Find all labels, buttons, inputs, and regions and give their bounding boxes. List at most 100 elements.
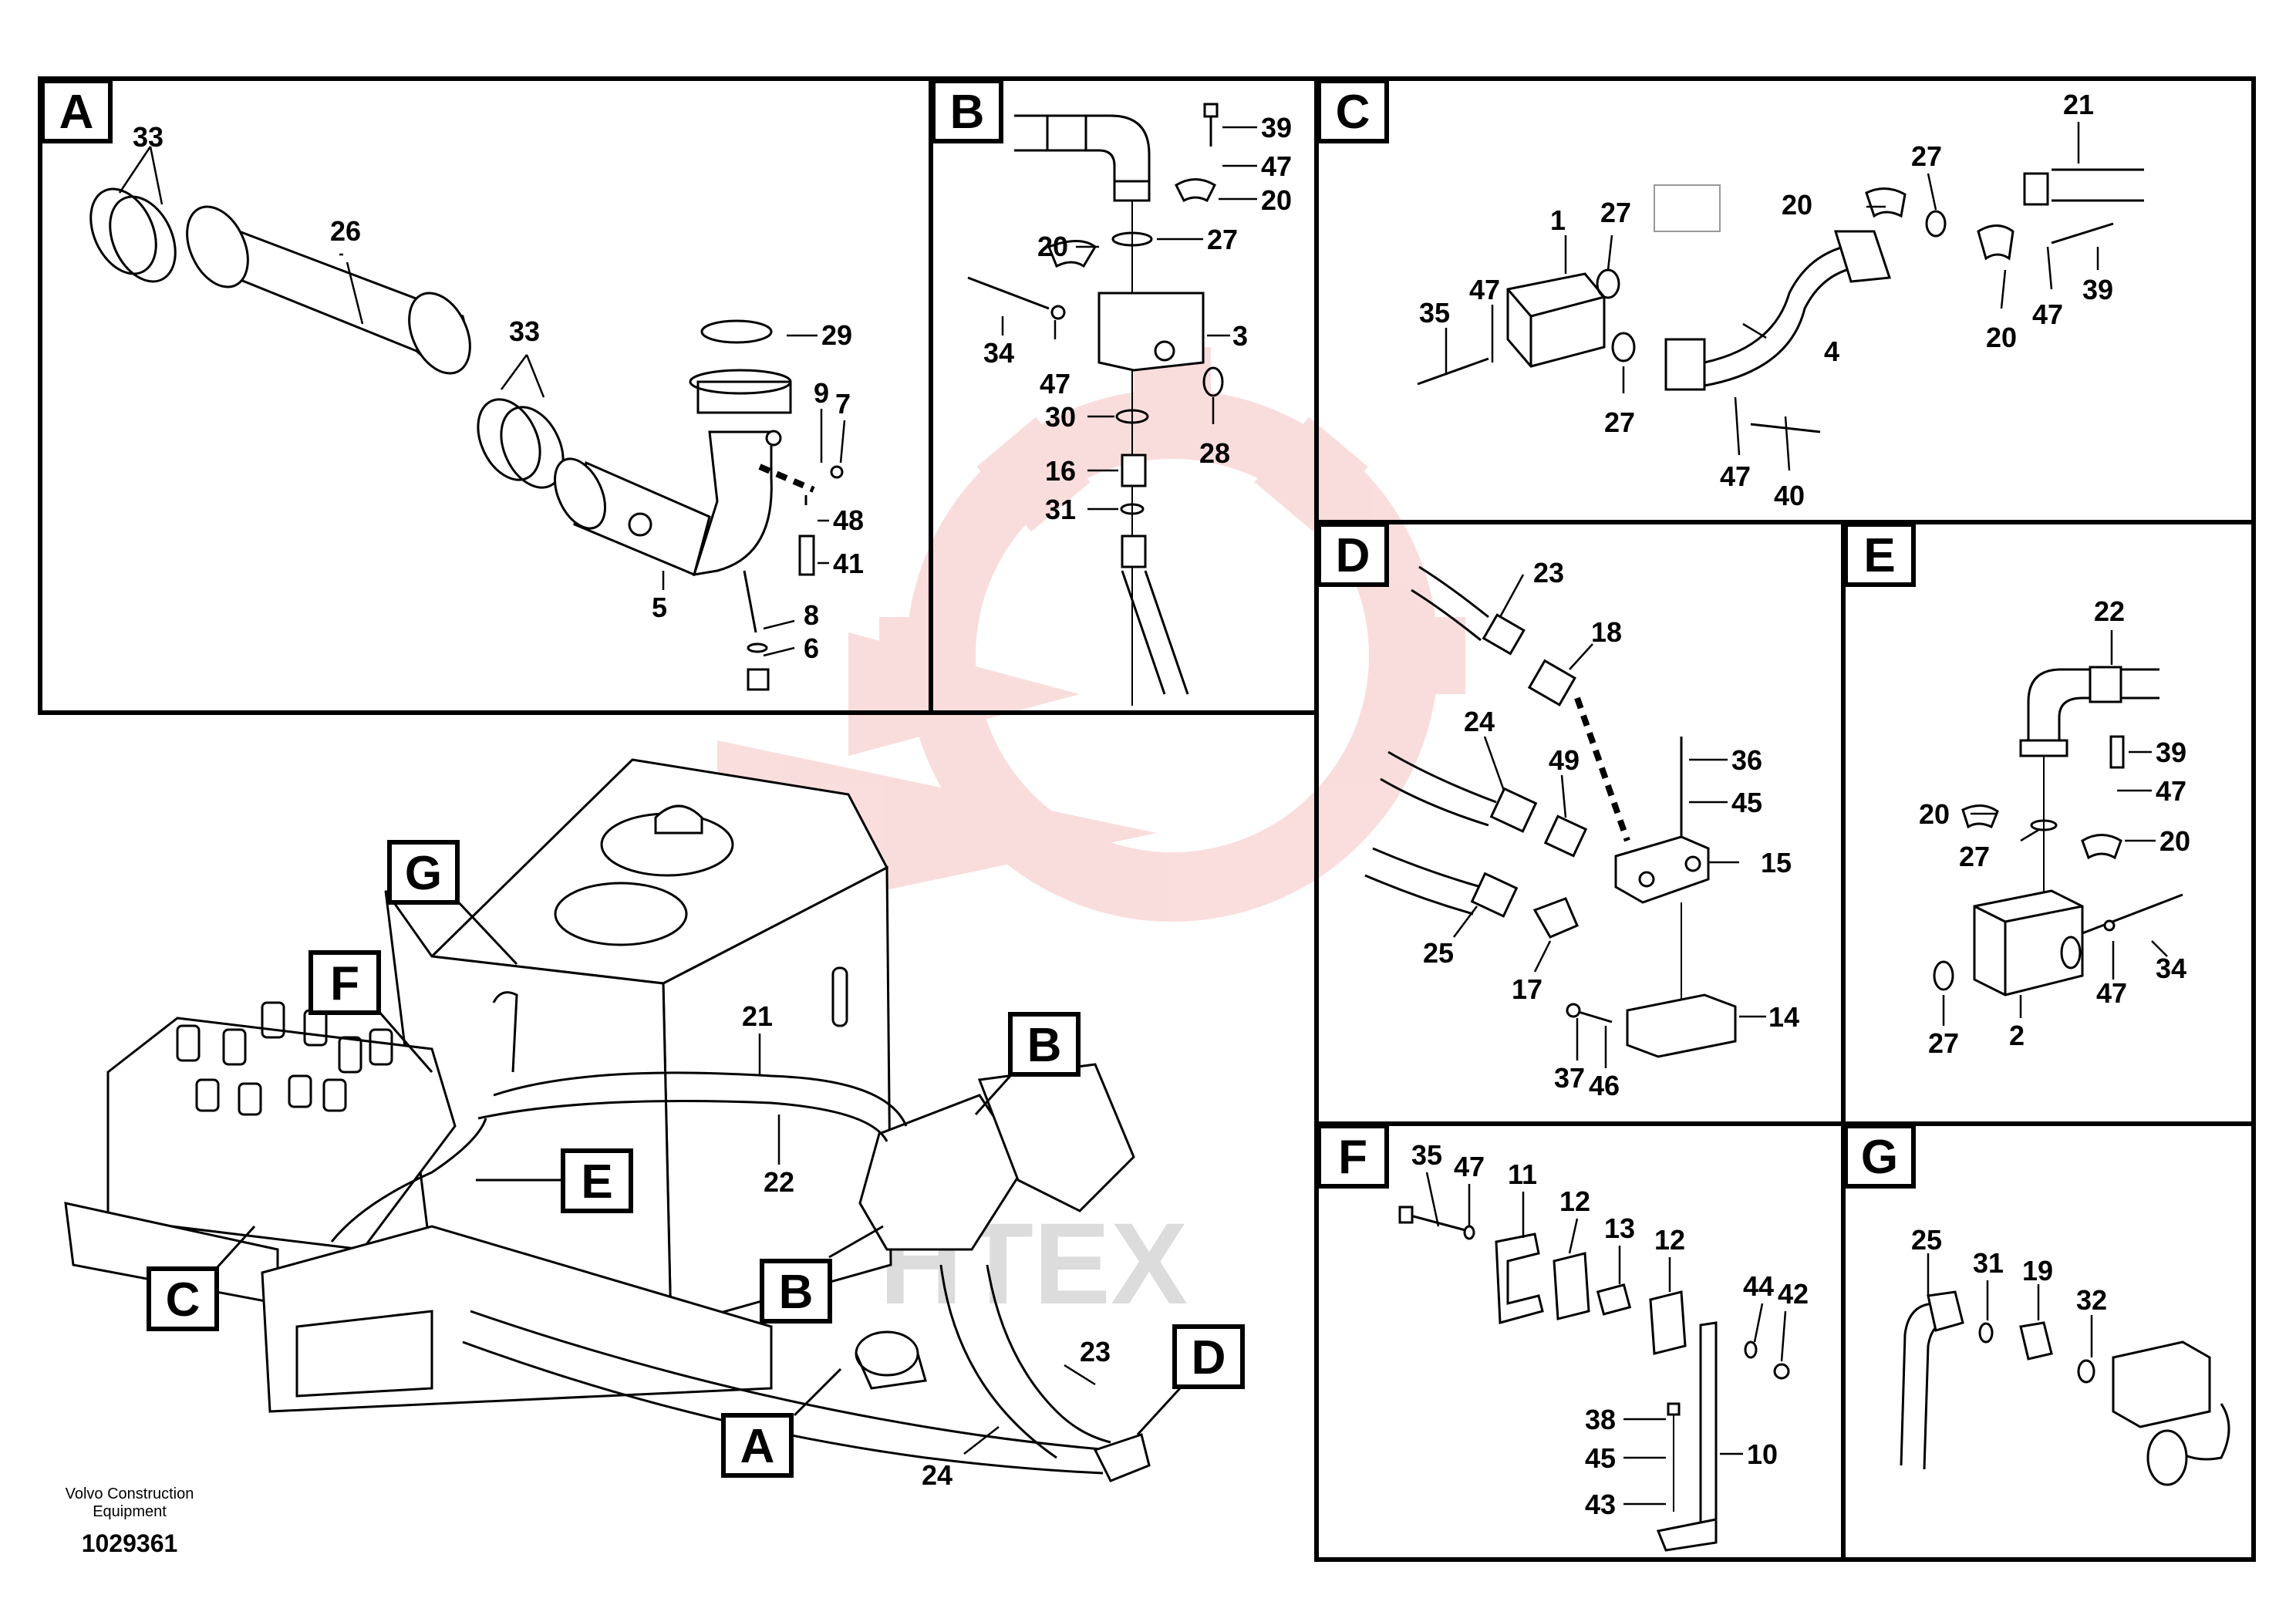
part-number-label: 20 xyxy=(1782,189,1812,221)
part-number-label: 16 xyxy=(1045,455,1076,487)
callout-C: C xyxy=(147,1225,256,1331)
part-number-label: 4 xyxy=(1824,336,1839,367)
part-number-label: 3 xyxy=(1232,320,1248,352)
part-number-label: 35 xyxy=(1419,297,1450,329)
panel-letter-A: A xyxy=(40,79,113,143)
part-number-label: 23 xyxy=(1080,1336,1111,1367)
part-number-label: 24 xyxy=(1464,706,1495,737)
part-number-label: 27 xyxy=(1207,224,1238,255)
panel-G-labels: 25 31 19 32 xyxy=(1911,1224,2107,1316)
panel-E-labels: 22 39 20 47 27 20 34 47 27 2 xyxy=(1919,595,2190,1059)
panel-F-parts xyxy=(1398,1206,1790,1552)
panel-E-leaders xyxy=(1942,630,2168,1026)
panel-C-labels: 21 27 20 1 27 47 35 4 27 47 40 20 47 39 xyxy=(1419,89,2113,511)
part-number-label: 36 xyxy=(1731,744,1762,776)
part-number-label: 48 xyxy=(833,504,864,536)
panel-D-parts xyxy=(1364,565,1737,1058)
section-letter: C xyxy=(166,1273,201,1327)
section-letter: D xyxy=(1336,529,1371,582)
part-number-label: 39 xyxy=(2082,274,2113,305)
main-machine-assembly xyxy=(64,758,1151,1482)
panel-C-leaders xyxy=(1445,122,2099,471)
panel-frames xyxy=(38,76,2256,1562)
footer: Volvo Construction Equipment 1029361 xyxy=(66,1485,194,1557)
part-number-label: 20 xyxy=(1919,798,1950,830)
part-number-label: 32 xyxy=(2076,1284,2107,1316)
part-number-label: 12 xyxy=(1654,1224,1685,1256)
part-number-label: 38 xyxy=(1585,1404,1616,1435)
section-letter: F xyxy=(1338,1131,1367,1184)
part-number-label: 27 xyxy=(1911,140,1942,172)
part-number-label: 20 xyxy=(2159,825,2190,857)
part-number-label: 34 xyxy=(983,337,1014,369)
part-number-label: 22 xyxy=(764,1166,794,1198)
part-number-label: 39 xyxy=(2156,737,2186,768)
part-number-label: 37 xyxy=(1554,1062,1585,1094)
panel-G-parts xyxy=(1900,1290,2230,1486)
section-letter: B xyxy=(779,1266,814,1319)
part-number-label: 13 xyxy=(1604,1212,1635,1244)
part-number-label: 15 xyxy=(1761,847,1792,878)
part-number-label: 47 xyxy=(1469,274,1500,305)
part-number-label: 18 xyxy=(1591,616,1622,648)
callout-D: D xyxy=(1136,1324,1245,1436)
section-letter: D xyxy=(1192,1331,1226,1384)
part-number-label: 47 xyxy=(2156,775,2186,807)
panel-letter-B: B xyxy=(931,79,1003,143)
section-letter: G xyxy=(1861,1131,1898,1184)
callout-F: F xyxy=(308,950,433,1073)
panel-E-parts xyxy=(1933,666,2183,996)
part-number-label: 7 xyxy=(835,388,851,420)
part-number-label: 23 xyxy=(1533,557,1564,588)
panel-B-labels: 39 47 20 20 27 34 47 3 30 28 16 31 xyxy=(983,112,1292,525)
part-number-label: 20 xyxy=(1986,322,2017,353)
part-number-label: 9 xyxy=(814,377,829,409)
section-letter: F xyxy=(330,957,359,1010)
section-letter: A xyxy=(59,86,94,139)
part-number-label: 1 xyxy=(1550,204,1566,236)
part-number-label: 33 xyxy=(509,315,540,347)
part-number-label: 45 xyxy=(1731,787,1762,818)
panel-letter-G: G xyxy=(1843,1124,1916,1189)
part-number-label: 5 xyxy=(652,592,667,623)
part-number-label: 47 xyxy=(1040,368,1070,400)
part-number-label: 27 xyxy=(1600,197,1631,228)
part-number-label: 17 xyxy=(1512,973,1542,1005)
part-number-label: 33 xyxy=(133,121,164,153)
panel-F-leaders xyxy=(1425,1172,1787,1506)
part-number-label: 45 xyxy=(1585,1442,1616,1474)
panel-A-leaders xyxy=(118,146,846,657)
part-number-label: 27 xyxy=(1604,406,1635,438)
part-number-label: 25 xyxy=(1423,937,1454,969)
part-number-label: 47 xyxy=(1720,460,1751,492)
part-number-label: 30 xyxy=(1045,401,1076,433)
part-number-label: 31 xyxy=(1973,1247,2004,1279)
callout-B-lower: B xyxy=(760,1225,884,1324)
part-number-label: 27 xyxy=(1928,1027,1959,1059)
section-letter: C xyxy=(1336,86,1371,139)
part-number-label: 8 xyxy=(804,599,819,631)
section-letter: E xyxy=(1863,529,1895,582)
section-letter: G xyxy=(405,847,442,900)
section-letter: B xyxy=(1027,1019,1062,1072)
part-number-label: 10 xyxy=(1747,1438,1778,1470)
callout-E: E xyxy=(476,1148,633,1213)
callout-G: G xyxy=(387,840,518,966)
panel-G-leaders xyxy=(1927,1253,2093,1357)
main-labels: 21 22 23 24 xyxy=(742,1000,1111,1491)
part-number-label: 6 xyxy=(804,632,819,664)
part-number-label: 40 xyxy=(1774,480,1805,511)
part-number-label: 24 xyxy=(922,1459,952,1491)
part-number-label: 20 xyxy=(1261,184,1292,216)
part-number-label: 47 xyxy=(1454,1151,1485,1182)
panel-C-parts xyxy=(1417,168,2144,433)
part-number-label: 21 xyxy=(2063,89,2094,120)
section-letter: B xyxy=(950,86,985,139)
part-number-label: 47 xyxy=(2096,977,2127,1009)
part-number-label: 12 xyxy=(1559,1185,1590,1217)
part-number-label: 42 xyxy=(1778,1278,1809,1310)
panel-letter-D: D xyxy=(1317,522,1389,587)
section-letter: E xyxy=(581,1155,612,1209)
part-number-label: 35 xyxy=(1411,1139,1442,1171)
